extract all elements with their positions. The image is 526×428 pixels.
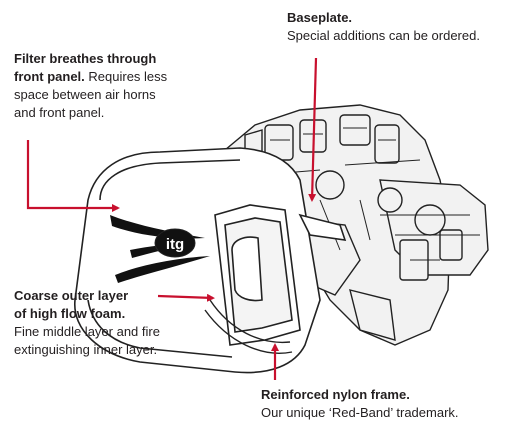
frame-band — [204, 299, 293, 354]
baseplate-description: Special additions can be ordered. — [287, 28, 480, 43]
filter-callout: Filter breathes through front panel. Req… — [14, 50, 167, 122]
filter-title-line1: Filter breathes through — [14, 51, 157, 66]
callout-arrows — [26, 57, 318, 380]
frame-title: Reinforced nylon frame. — [261, 387, 410, 402]
filter-desc-line3: and front panel. — [14, 105, 105, 120]
frame-callout: Reinforced nylon frame. Our unique ‘Red-… — [261, 386, 459, 422]
baseplate-title: Baseplate. — [287, 10, 353, 25]
foam-callout: Coarse outer layer of high flow foam. Fi… — [14, 287, 160, 359]
foam-desc-line1: Fine middle layer and fire — [14, 324, 160, 339]
filter-title-line2: front panel. — [14, 69, 85, 84]
filter-desc-line2: space between air horns — [14, 87, 156, 102]
filter-housing — [74, 147, 347, 374]
baseplate-arrow — [308, 57, 318, 202]
frame-description: Our unique ‘Red-Band’ trademark. — [261, 405, 459, 420]
baseplate-callout: Baseplate. Special additions can be orde… — [287, 9, 480, 45]
filter-desc-line1: Requires less — [84, 69, 168, 84]
logo-badge: itg — [154, 228, 196, 258]
foam-arrow — [157, 293, 215, 302]
filter-arrow — [26, 140, 120, 212]
foam-title-line2: of high flow foam. — [14, 306, 126, 321]
logo-text: itg — [166, 236, 184, 253]
foam-desc-line2: extinguishing inner layer. — [14, 342, 158, 357]
foam-title-line1: Coarse outer layer — [14, 288, 129, 303]
